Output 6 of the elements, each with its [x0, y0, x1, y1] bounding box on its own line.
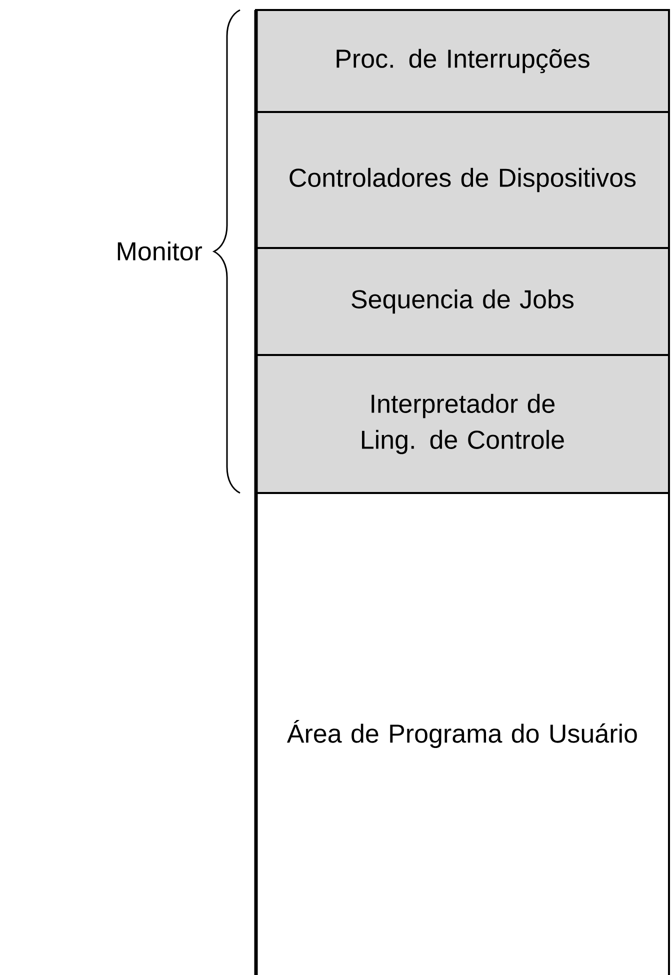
- memory-segment: Sequencia de Jobs: [255, 247, 670, 356]
- memory-segment: Interpretador de Ling. de Controle: [255, 354, 670, 494]
- bracket-label: Monitor: [118, 241, 202, 261]
- memory-segment: Controladores de Dispositivos: [255, 111, 670, 249]
- user-area: Área de Programa do Usuário: [286, 493, 670, 975]
- memory-segment: Proc. de Interrupções: [255, 9, 670, 113]
